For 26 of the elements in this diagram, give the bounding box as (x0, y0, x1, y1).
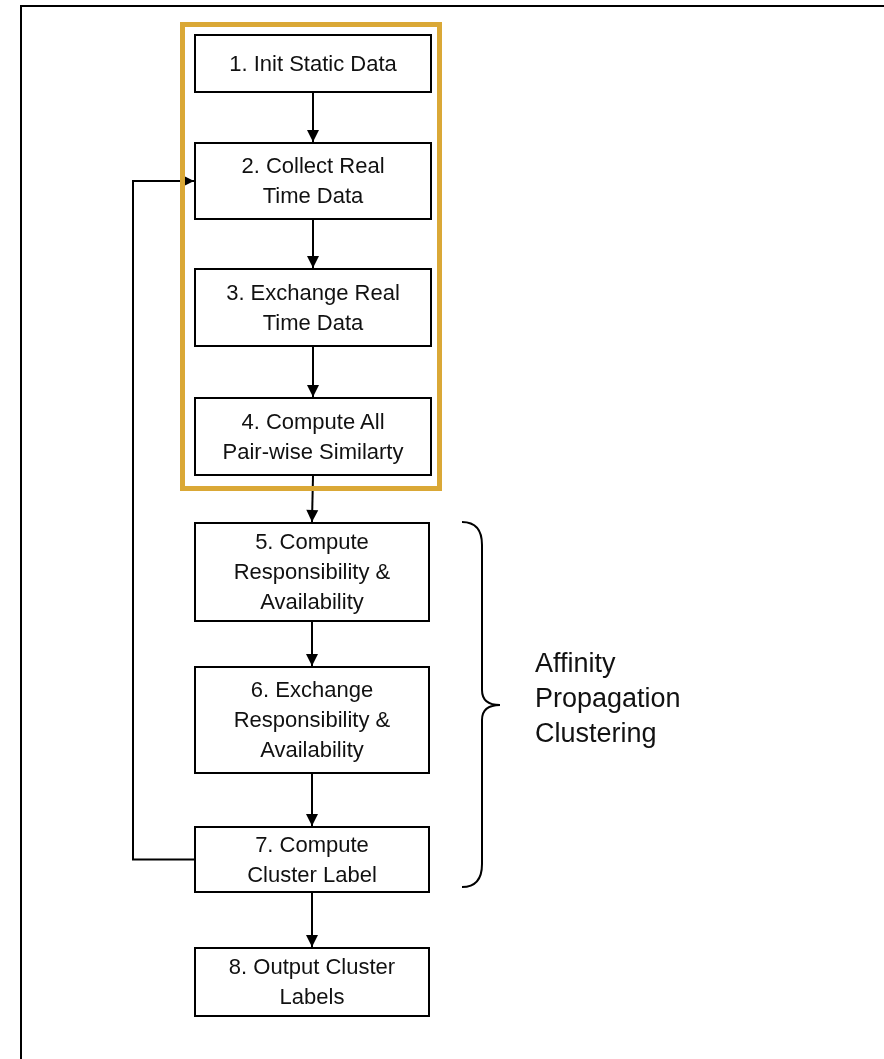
process-box (194, 142, 432, 220)
step-label: 4. Compute All Pair-wise Similarty (221, 407, 405, 466)
group-label: Affinity Propagation Clustering (535, 647, 682, 751)
step-label: 7. Compute Cluster Label (246, 830, 378, 889)
process-box (194, 666, 430, 774)
step-label: 8. Output Cluster Labels (227, 953, 397, 1011)
arrow (307, 219, 319, 269)
step-label: 1. Init Static Data (229, 49, 397, 78)
process-box (194, 947, 430, 1017)
group-frame (180, 22, 442, 491)
arrow (306, 475, 319, 523)
arrow (306, 773, 318, 827)
process-box (194, 826, 430, 893)
arrow (307, 92, 319, 143)
process-box (194, 268, 432, 347)
process-box (194, 522, 430, 622)
process-box (194, 397, 432, 476)
arrow (307, 346, 319, 398)
process-box (194, 34, 432, 93)
step-label: 2. Collect Real Time Data (240, 152, 386, 210)
step-label: 3. Exchange Real Time Data (225, 278, 401, 337)
step-label: 5. Compute Responsibility & Availability (232, 528, 392, 616)
arrow (306, 621, 318, 667)
arrow (306, 892, 318, 948)
arrow (132, 175, 195, 861)
step-label: 6. Exchange Responsibility & Availability (232, 676, 392, 764)
